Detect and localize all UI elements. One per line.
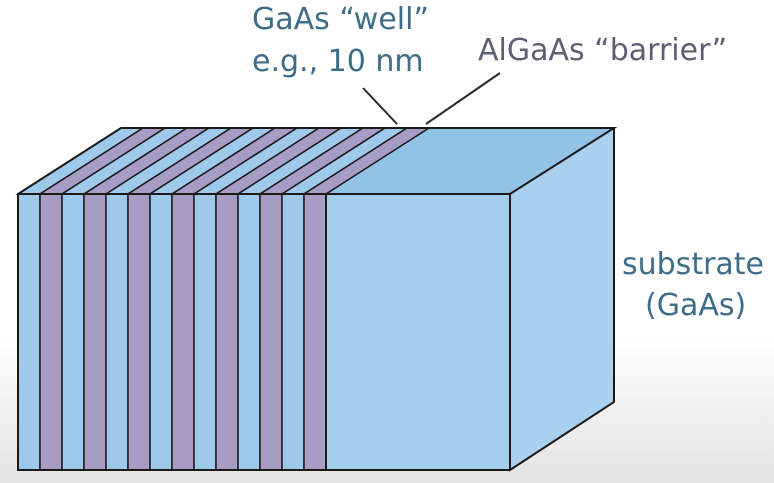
barrier-layer-front [171,193,195,471]
well-label: GaAs “well” [252,2,429,37]
well-layer-front [105,193,129,471]
well-layer-front [61,193,85,471]
block-outline [17,127,618,472]
barrier-leader-line [425,72,501,125]
outline-front-edge [17,194,510,471]
barrier-layer-front [259,193,283,471]
barrier-layer-front [215,193,239,471]
well-layer-front [17,193,41,471]
layer-stack [15,127,432,471]
well-layer-front [237,193,261,471]
substrate-label: substrate [622,247,765,282]
well-layer-front [281,193,305,471]
barrier-label: AlGaAs “barrier” [478,33,728,68]
substrate-material-label: (GaAs) [645,288,747,323]
barrier-layer-front [303,193,327,471]
outline-side-edge [509,128,615,472]
well-layer-front [149,193,173,471]
well-leader-line [362,87,398,125]
barrier-layer-front [83,193,107,471]
well-layer-front [193,193,217,471]
barrier-layer-front [127,193,151,471]
substrate-side-face [510,128,614,470]
barrier-layer-front [39,193,63,471]
well-thickness-label: e.g., 10 nm [252,44,424,79]
